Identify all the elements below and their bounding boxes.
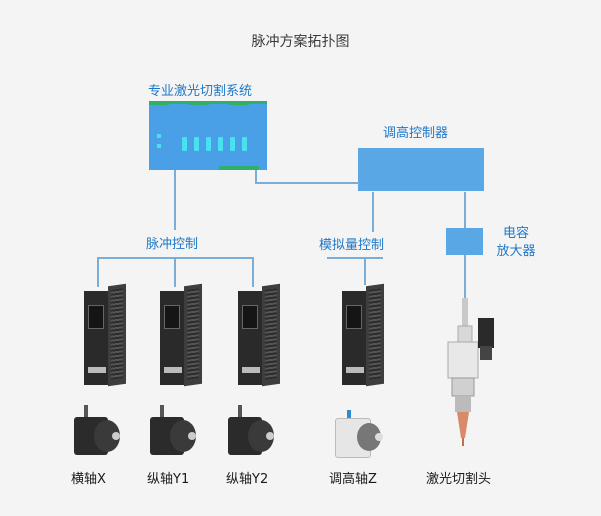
connector-line [255, 182, 359, 184]
axis-label-y2: 纵轴Y2 [226, 472, 269, 487]
capacitance-amplifier-box [446, 228, 483, 255]
axis-label-y1: 纵轴Y1 [147, 472, 190, 487]
servo-motor-z [335, 410, 385, 458]
servo-motor-y1 [150, 405, 196, 455]
axis-label-z: 调高轴Z [329, 472, 377, 487]
cutting-system-controller [149, 101, 267, 170]
pulse-control-label: 脉冲控制 [146, 237, 199, 252]
servo-drive-x [84, 283, 126, 387]
laser-cutting-head [447, 298, 494, 446]
connector-line [364, 257, 366, 285]
connector-line [252, 257, 254, 287]
servo-drive-y1 [160, 283, 202, 387]
servo-motor-y2 [228, 405, 274, 455]
connector-line [97, 257, 99, 287]
servo-drive-z [342, 283, 384, 387]
connector-line [174, 257, 176, 287]
height-controller-box [358, 148, 484, 191]
laser-head-label: 激光切割头 [426, 472, 492, 487]
connector-line [464, 192, 466, 228]
servo-motor-x [74, 405, 120, 455]
amplifier-label-line2: 放大器 [496, 244, 536, 259]
capacitance-amplifier-label: 电容 放大器 [496, 225, 536, 261]
analog-control-label: 模拟量控制 [319, 238, 385, 253]
connector-line [174, 170, 176, 230]
connector-line [372, 192, 374, 232]
cutting-system-label: 专业激光切割系统 [148, 84, 253, 99]
connector-line [464, 255, 466, 300]
diagram-title: 脉冲方案拓扑图 [251, 34, 350, 50]
amplifier-label-line1: 电容 [502, 226, 529, 241]
servo-drive-y2 [238, 283, 280, 387]
analog-bus-line [327, 257, 383, 259]
height-controller-label: 调高控制器 [383, 126, 449, 141]
axis-label-x: 横轴X [71, 472, 106, 487]
connector-line [255, 170, 257, 184]
